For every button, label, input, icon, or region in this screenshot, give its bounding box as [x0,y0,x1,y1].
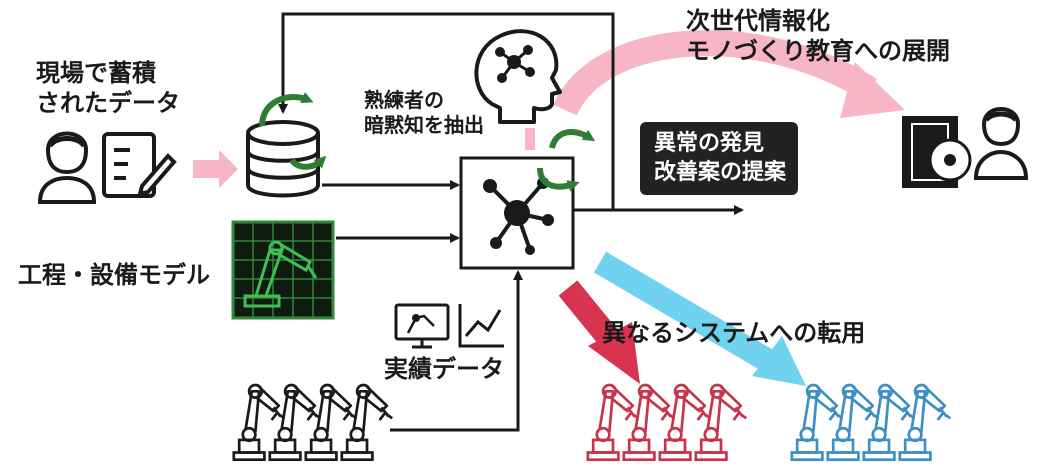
field-data-label: 現場で蓄積 されたデータ [36,58,180,118]
line-graph-icon [458,304,504,348]
robot-arm-icon-red [586,383,748,462]
nextgen-line1: 次世代情報化 [686,7,830,35]
transfer-label: 異なるシステムへの転用 [602,319,866,347]
tacit-knowledge-label: 熟練者の 暗黙知を抽出 [364,88,484,138]
pink-curved-arrow [553,30,905,118]
actual-data-label: 実績データ [384,355,504,383]
database-icon [246,120,320,198]
cycle-arrows-hub [537,129,596,192]
field-data-line1: 現場で蓄積 [36,59,156,87]
robot-arm-model-icon [231,220,335,320]
book-disc-icon [902,116,972,188]
discovery-line1: 異常の発見 [654,131,765,156]
discovery-box: 異常の発見 改善案の提案 [640,122,799,196]
cycle-arrows-db [259,92,327,170]
network-node-icon [459,156,575,270]
pink-arrow-small [193,150,238,188]
brain-network-icon [474,29,562,124]
red-transfer-arrow [558,280,640,384]
nextgen-education-label: 次世代情報化 モノづくり教育への展開 [686,6,950,66]
monitor-robot-icon [394,303,450,349]
robots-to-hub-arrow [390,270,523,432]
checklist-pen-icon [102,132,177,198]
robot-arm-icon-black [232,383,394,462]
tacit-line1: 熟練者の [364,88,444,112]
person-icon [37,131,97,204]
tacit-line2: 暗黙知を抽出 [364,113,484,137]
process-model-label: 工程・設備モデル [18,261,210,289]
discovery-line2: 改善案の提案 [654,159,787,185]
robot-arm-icon-blue [790,383,952,462]
cyan-transfer-arrow [593,251,806,386]
person-icon-right [973,107,1029,180]
nextgen-line2: モノづくり教育への展開 [686,37,950,65]
feedback-loop-line [278,12,615,210]
field-data-line2: されたデータ [36,89,180,117]
